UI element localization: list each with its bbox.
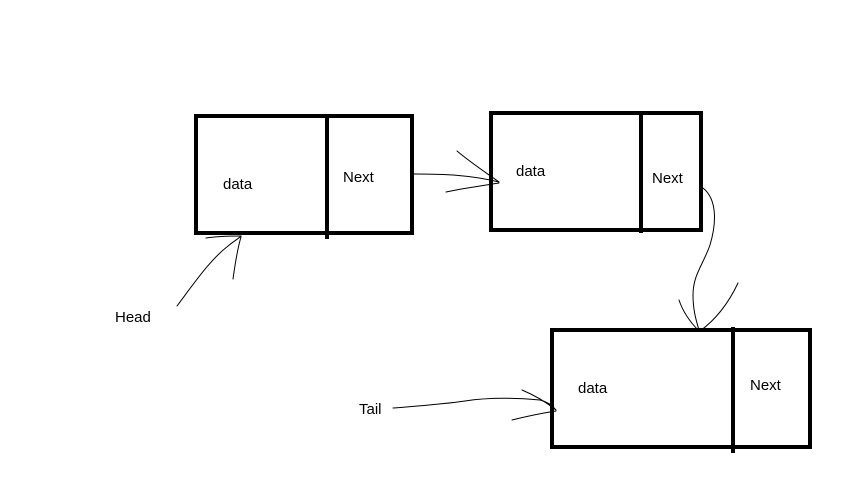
tail-pointer: Tail <box>359 389 557 421</box>
tail-label: Tail <box>359 401 382 418</box>
node-3-next-label: Next <box>750 377 782 394</box>
tail-arrow <box>392 397 557 411</box>
next-arrow-2-to-3 <box>678 187 739 332</box>
node-2: data Next <box>489 111 703 233</box>
node-3: data Next <box>550 327 812 453</box>
node-1-box <box>194 114 414 235</box>
head-pointer: Head <box>115 235 242 326</box>
node-1-next-label: Next <box>343 169 375 186</box>
node-1-data-label: data <box>223 176 253 193</box>
node-2-box <box>489 111 703 232</box>
head-arrow <box>176 235 242 307</box>
node-2-data-label: data <box>516 163 546 180</box>
next-arrow-1-to-2 <box>413 150 500 193</box>
node-1: data Next <box>194 114 414 239</box>
node-2-next-label: Next <box>652 170 684 187</box>
node-3-data-label: data <box>578 380 608 397</box>
head-label: Head <box>115 309 151 326</box>
node-3-box <box>550 328 812 449</box>
